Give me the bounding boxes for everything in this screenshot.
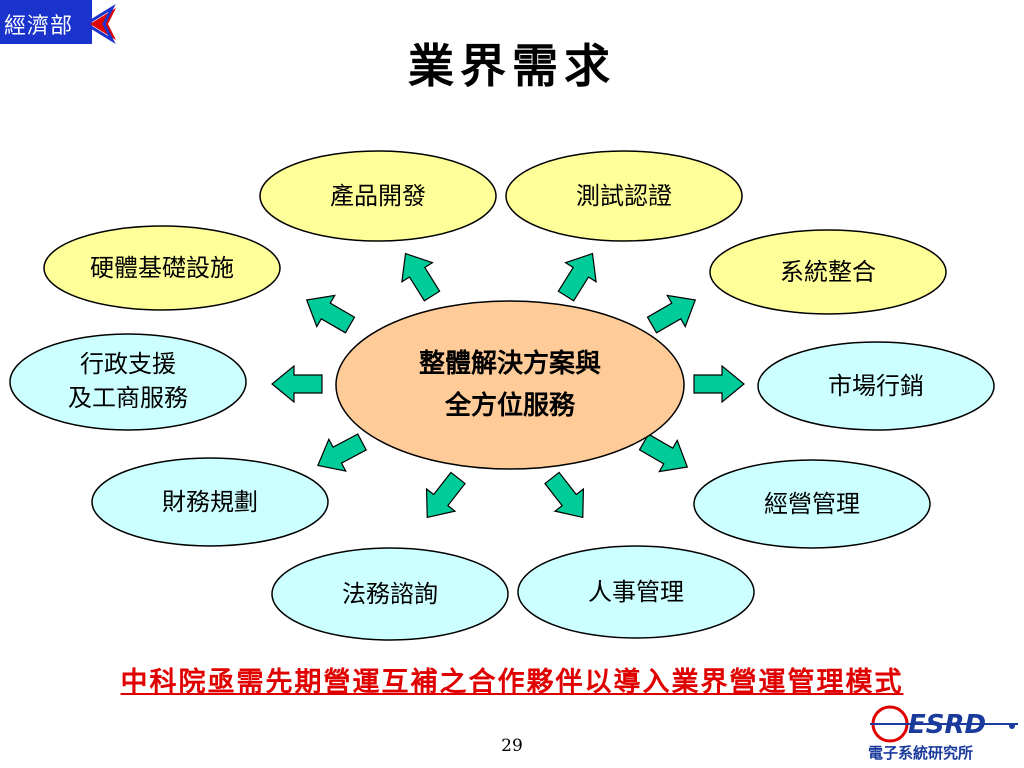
arrow-to-hr [537, 466, 598, 530]
node-product-dev: 產品開發 [259, 150, 497, 242]
node-testing: 測試認證 [505, 150, 743, 242]
node-label: 系統整合 [780, 258, 876, 286]
arrow-to-admin-support [271, 365, 323, 403]
node-operation-mgmt: 經營管理 [693, 459, 931, 549]
node-label-line2: 及工商服務 [68, 384, 188, 412]
node-hardware: 硬體基礎設施 [43, 225, 281, 311]
node-legal: 法務諮詢 [271, 547, 509, 641]
node-label: 財務規劃 [162, 488, 258, 516]
slide-title: 業界需求 [408, 39, 616, 93]
page-number: 29 [501, 736, 523, 756]
node-label: 人事管理 [588, 578, 684, 606]
esrd-logo-text: ESRD [908, 710, 986, 740]
node-finance: 財務規劃 [91, 457, 329, 547]
arrow-to-testing [550, 243, 609, 307]
node-marketing: 市場行銷 [757, 341, 995, 431]
node-admin-support: 行政支援 及工商服務 [9, 333, 247, 431]
arrow-to-hardware [297, 283, 360, 342]
arrow-to-legal [412, 466, 473, 530]
ministry-logo: 經濟部 [0, 0, 118, 45]
arrow-to-marketing [693, 365, 745, 403]
node-label: 經營管理 [764, 490, 860, 518]
center-node: 整體解決方案與 全方位服務 [335, 300, 685, 470]
ministry-logo-text: 經濟部 [4, 14, 74, 39]
ministry-logo-graphic [0, 0, 118, 45]
node-label: 測試認證 [576, 182, 672, 210]
esrd-logo-icon: ESRD [870, 705, 1018, 743]
org-name: 電子系統研究所 [868, 744, 974, 762]
node-label: 硬體基礎設施 [90, 254, 234, 282]
node-label-line1: 行政支援 [80, 350, 176, 378]
arrow-to-system-integration [642, 283, 705, 342]
node-label: 產品開發 [330, 182, 426, 210]
node-label: 市場行銷 [828, 372, 924, 400]
center-label-line1: 整體解決方案與 [419, 348, 601, 379]
arrow-to-product-dev [389, 243, 448, 307]
footer-statement: 中科院亟需先期營運互補之合作夥伴以導入業界營運管理模式 [120, 667, 904, 698]
center-oval [335, 300, 685, 470]
node-system-integration: 系統整合 [709, 229, 947, 315]
node-hr: 人事管理 [517, 545, 755, 639]
center-label-line2: 全方位服務 [444, 390, 576, 421]
node-label: 法務諮詢 [342, 580, 438, 608]
arrow-to-finance [308, 425, 372, 482]
